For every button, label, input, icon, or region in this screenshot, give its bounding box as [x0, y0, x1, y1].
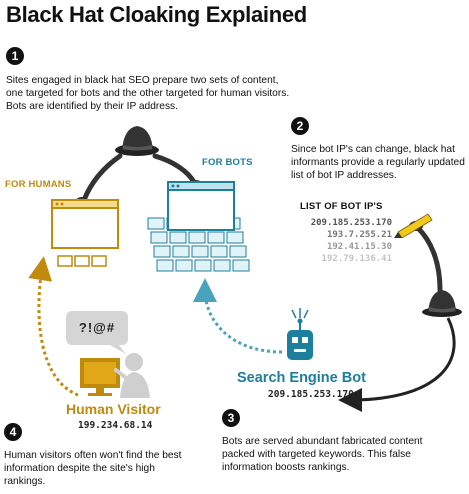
black-hat-icon: [115, 126, 159, 156]
black-hat-icon: [422, 290, 462, 317]
speech-bubble-tail: [108, 344, 126, 354]
bot-page-tile: [213, 259, 231, 272]
arrow-bot-to-pages: [193, 278, 283, 354]
hand-arm-pencil: [415, 225, 443, 293]
bot-page-tile: [150, 231, 168, 244]
robot-icon: [287, 308, 313, 360]
browser-window-icon: [167, 181, 235, 231]
bot-page-tile: [232, 259, 250, 272]
bot-page-tile: [210, 245, 228, 258]
bot-page-tile: [153, 245, 171, 258]
person-icon: [114, 353, 150, 398]
search-engine-bot-ip: 209.185.253.170: [268, 389, 354, 400]
step-3-number: 3: [222, 409, 240, 427]
bot-ip-2: 193.7.255.21: [326, 230, 392, 240]
bot-ip-4: 192.79.136.41: [321, 254, 392, 264]
step-1-text: Sites engaged in black hat SEO prepare t…: [6, 75, 290, 112]
bot-ip-list-title: LIST OF BOT IP'S: [300, 201, 383, 212]
step-2-number: 2: [291, 117, 309, 135]
step-2-text: Since bot IP's can change, black hat inf…: [291, 144, 465, 181]
for-humans-label: FOR HUMANS: [5, 179, 72, 190]
bot-ip-1: 209.185.253.170: [310, 218, 392, 228]
bot-page-tile: [226, 231, 244, 244]
pencil-icon: [394, 213, 433, 239]
bot-page-tile: [169, 231, 187, 244]
bot-ip-3: 192.41.15.30: [326, 242, 392, 252]
bot-page-tile: [191, 245, 209, 258]
human-visitor-ip: 199.234.68.14: [78, 420, 153, 431]
bot-page-tile: [207, 231, 225, 244]
search-engine-bot-title: Search Engine Bot: [237, 370, 366, 386]
bot-page-tile: [188, 231, 206, 244]
bot-page-tile: [175, 259, 193, 272]
bot-page-tile: [172, 245, 190, 258]
step-4-text: Human visitors often won't find the best…: [4, 450, 182, 487]
bot-page-tile: [147, 217, 165, 230]
computer-monitor-icon: [80, 358, 120, 396]
step-1-number: 1: [6, 47, 24, 65]
browser-window-icon: [51, 199, 119, 267]
for-bots-label: FOR BOTS: [202, 157, 253, 168]
human-visitor-title: Human Visitor: [66, 401, 161, 417]
bot-page-tile: [156, 259, 174, 272]
arrow-list-to-bot: [338, 317, 456, 412]
step-3-text: Bots are served abundant fabricated cont…: [222, 436, 423, 473]
step-4-number: 4: [4, 423, 22, 441]
hand-arm-right: [152, 153, 197, 185]
bot-page-tile: [229, 245, 247, 258]
arrow-human-to-page: [28, 256, 79, 397]
page-title: Black Hat Cloaking Explained: [6, 2, 307, 27]
hand-arm-left: [81, 153, 123, 203]
bot-page-tile: [194, 259, 212, 272]
speech-bubble: ?!@#: [66, 311, 128, 345]
